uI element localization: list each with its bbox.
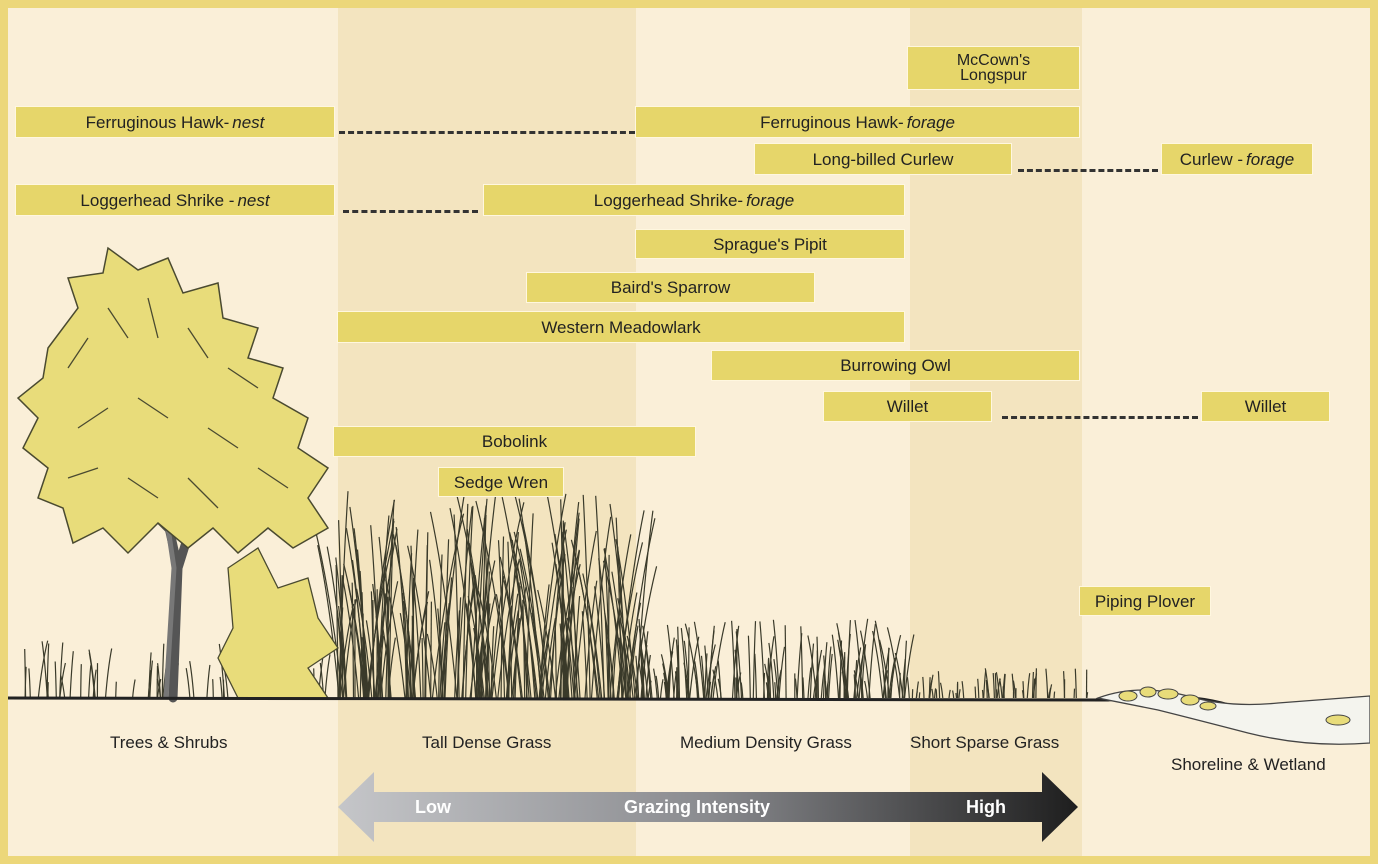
ferruginous-hawk-forage-name: Ferruginous Hawk- bbox=[760, 112, 904, 132]
ferruginous-hawk-nest-name: Ferruginous Hawk- bbox=[85, 112, 230, 132]
grazing-arrow-shape bbox=[338, 772, 1078, 842]
grazing-high-label: High bbox=[966, 797, 1006, 817]
long-billed-curlew-box: Long-billed Curlew bbox=[754, 143, 1012, 175]
tree-illustration bbox=[16, 246, 339, 703]
willet-box: Willet bbox=[823, 391, 992, 422]
sedge-wren-box: Sedge Wren bbox=[438, 467, 564, 497]
burrowing-owl-label: Burrowing Owl bbox=[840, 356, 951, 375]
bobolink-label: Bobolink bbox=[481, 432, 548, 451]
grazing-intensity-arrow: Low Grazing Intensity High bbox=[338, 772, 1090, 842]
piping-plover-label: Piping Plover bbox=[1094, 591, 1196, 611]
loggerhead-shrike-forage-box: Loggerhead Shrike-forage bbox=[483, 184, 905, 216]
ferruginous-hawk-forage-note: forage bbox=[906, 112, 955, 132]
bairds-sparrow-box: Baird's Sparrow bbox=[526, 272, 815, 303]
habitat-label-short-sparse-grass: Short Sparse Grass bbox=[910, 733, 1060, 752]
loggerhead-shrike-forage-name: Loggerhead Shrike- bbox=[593, 190, 744, 210]
curlew-forage-box: Curlew -forage bbox=[1161, 143, 1313, 175]
willet-shore-label: Willet bbox=[1244, 397, 1287, 416]
mccowns-longspur-box: McCown's Longspur bbox=[907, 46, 1080, 90]
ferruginous-hawk-connector bbox=[339, 131, 635, 134]
burrowing-owl-box: Burrowing Owl bbox=[711, 350, 1080, 381]
ground-illustration bbox=[8, 246, 1370, 745]
willet-connector bbox=[1002, 416, 1198, 419]
loggerhead-shrike-nest-name: Loggerhead Shrike - bbox=[80, 190, 235, 210]
loggerhead-shrike-connector bbox=[343, 210, 478, 213]
grazing-intensity-label: Grazing Intensity bbox=[624, 797, 771, 817]
pebbles-illustration bbox=[1118, 686, 1351, 726]
habitat-label-medium-density-grass: Medium Density Grass bbox=[680, 733, 852, 752]
ferruginous-hawk-forage-box: Ferruginous Hawk-forage bbox=[635, 106, 1080, 138]
willet-label: Willet bbox=[886, 397, 929, 416]
piping-plover-box: Piping Plover bbox=[1079, 586, 1211, 616]
ferruginous-hawk-nest-note: nest bbox=[232, 112, 265, 132]
curlew-forage-name: Curlew - bbox=[1179, 149, 1244, 169]
habitat-label-shoreline-wetland: Shoreline & Wetland bbox=[1171, 755, 1326, 774]
western-meadowlark-label: Western Meadowlark bbox=[541, 317, 701, 337]
spragues-pipit-box: Sprague's Pipit bbox=[635, 229, 905, 259]
loggerhead-shrike-nest-note: nest bbox=[237, 190, 270, 210]
habitat-label-trees-shrubs: Trees & Shrubs bbox=[110, 733, 228, 752]
willet-shore-box: Willet bbox=[1201, 391, 1330, 422]
ferruginous-hawk-nest-box: Ferruginous Hawk-nest bbox=[15, 106, 335, 138]
sedge-wren-label: Sedge Wren bbox=[453, 472, 549, 492]
curlew-connector bbox=[1018, 169, 1158, 172]
bobolink-box: Bobolink bbox=[333, 426, 696, 457]
curlew-forage-note: forage bbox=[1246, 149, 1295, 169]
mccowns-longspur-line2: Longspur bbox=[960, 67, 1027, 84]
loggerhead-shrike-forage-note: forage bbox=[746, 190, 795, 210]
loggerhead-shrike-nest-box: Loggerhead Shrike -nest bbox=[15, 184, 335, 216]
western-meadowlark-box: Western Meadowlark bbox=[337, 311, 905, 343]
habitat-label-tall-dense-grass: Tall Dense Grass bbox=[422, 733, 552, 752]
long-billed-curlew-label: Long-billed Curlew bbox=[812, 149, 954, 169]
mccowns-longspur-line1: McCown's bbox=[956, 51, 1031, 69]
spragues-pipit-label: Sprague's Pipit bbox=[713, 234, 827, 254]
grazing-low-label: Low bbox=[415, 797, 451, 817]
grass-illustration bbox=[24, 489, 1089, 699]
bairds-sparrow-label: Baird's Sparrow bbox=[610, 278, 731, 297]
